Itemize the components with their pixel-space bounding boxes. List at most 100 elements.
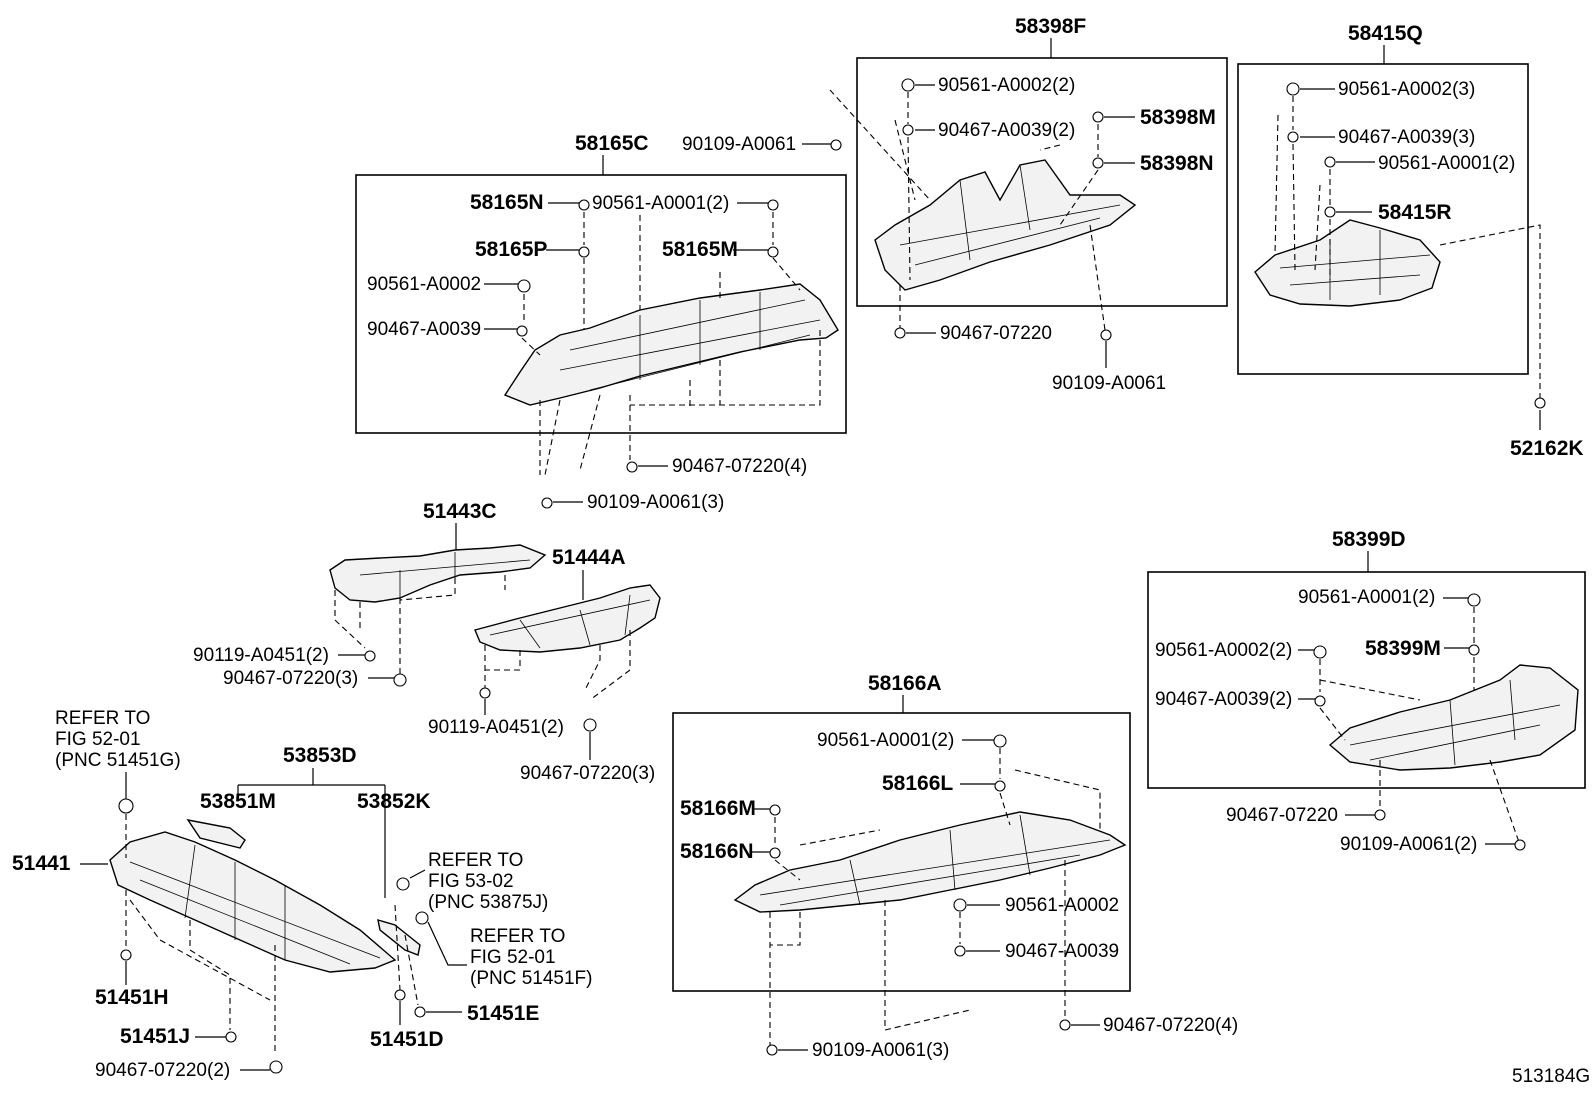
label-90109-a0061-top: 90109-A0061	[682, 134, 796, 155]
clip-58165n-icon	[578, 199, 590, 211]
undercover-58166a-icon[interactable]	[733, 811, 1127, 913]
bolt-90109-a0061-58166a-icon	[766, 1044, 778, 1056]
label-58165n: 58165N	[470, 191, 544, 214]
group-58165c: 58165C 58165N 90561-A0001(2) 58165P 5816…	[355, 132, 847, 513]
group-front: REFER TO FIG 52-01 (PNC 51451G) 53853D 5…	[12, 708, 593, 1081]
clip-90467-a0039-58399d-icon	[1314, 695, 1326, 707]
group-box-58398f	[856, 57, 1228, 307]
clip-58398n-icon	[1092, 157, 1104, 169]
label-90467-07220-2-front: 90467-07220(2)	[95, 1060, 230, 1081]
label-90467-a0039: 90467-A0039	[367, 319, 481, 340]
group-box-58166a	[672, 712, 1131, 992]
group-title-58399d: 58399D	[1332, 528, 1406, 551]
refer2-line2: FIG 53-02	[428, 871, 514, 892]
label-58399m: 58399M	[1365, 637, 1441, 660]
clip-51451g-icon	[118, 798, 134, 814]
label-51451d: 51451D	[370, 1028, 444, 1051]
label-90561-a0002: 90561-A0002	[367, 274, 481, 295]
clip-58415r-icon	[1324, 206, 1336, 218]
label-90109-a0061-3-58166a: 90109-A0061(3)	[812, 1040, 949, 1061]
group-box-58399d	[1147, 571, 1586, 789]
group-title-58166a: 58166A	[868, 672, 942, 695]
bracket-53851m-icon[interactable]	[186, 819, 246, 849]
label-90119-a0451-2-left: 90119-A0451(2)	[193, 645, 329, 666]
undercover-58398f-icon[interactable]	[874, 159, 1137, 291]
label-51451j: 51451J	[120, 1025, 190, 1048]
label-90561-a0002-58166a: 90561-A0002	[1005, 895, 1119, 916]
bolt-90467-07220-58398f-icon	[894, 327, 906, 339]
refer3-line1: REFER TO	[470, 926, 565, 947]
clip-58165p-icon	[578, 246, 590, 258]
refer2-line1: REFER TO	[428, 850, 523, 871]
clip-58166l-icon	[994, 780, 1006, 792]
cover-51444a-icon[interactable]	[474, 584, 661, 653]
clip-90561-a0002-3-icon	[1286, 82, 1300, 96]
clip-90561-a0002-58166a-icon	[953, 898, 967, 912]
bolt-52162k-icon	[1534, 397, 1546, 409]
clip-58166n-icon	[769, 847, 781, 859]
clip-90467-a0039-icon	[516, 325, 528, 337]
label-51441: 51441	[12, 852, 71, 875]
group-title-51444a: 51444A	[552, 546, 626, 569]
refer1-line1: REFER TO	[55, 708, 150, 729]
clip-90561-a0002-2-icon	[901, 78, 915, 92]
clip-53875j-icon	[396, 877, 410, 891]
label-90467-07220-58398f: 90467-07220	[940, 323, 1052, 344]
label-90109-a0061-3: 90109-A0061(3)	[587, 492, 724, 513]
bolt-90467-07220-58166a-icon	[1059, 1019, 1071, 1031]
group-51444a: 51444A 90119-A0451(2) 90467-07220(3)	[428, 546, 661, 784]
group-title-51443c: 51443C	[423, 500, 497, 523]
bolt-51451d-icon	[394, 989, 406, 1001]
label-90561-a0002-2-58399d: 90561-A0002(2)	[1155, 640, 1292, 661]
clip-90467-a0039-3-icon	[1287, 131, 1299, 143]
cover-51441-icon[interactable]	[109, 831, 397, 973]
group-58166a: 58166A 90561-A0001(2) 58166L 58166M 5816…	[672, 672, 1238, 1061]
bracket-53852k-icon[interactable]	[377, 919, 421, 956]
bolt-90467-07220-right-icon	[583, 718, 597, 732]
bolt-51451e-icon	[414, 1006, 426, 1018]
cover-51443c-icon[interactable]	[329, 544, 547, 603]
label-90467-07220-4: 90467-07220(4)	[672, 456, 807, 477]
clip-90467-a0039-2-icon	[902, 124, 914, 136]
undercover-58415q-icon[interactable]	[1254, 219, 1441, 307]
undercover-58165c-icon[interactable]	[503, 283, 839, 406]
group-title-58415q: 58415Q	[1348, 22, 1423, 45]
group-box-58165c	[355, 174, 847, 434]
clip-58398m-icon	[1092, 111, 1104, 123]
bolt-90109-a0061-58399d-icon	[1514, 839, 1526, 851]
clip-58165m-icon	[767, 246, 779, 258]
clip-58166m-icon	[769, 804, 781, 816]
label-52162k: 52162K	[1510, 437, 1584, 460]
label-90467-a0039-58166a: 90467-A0039	[1005, 941, 1119, 962]
clip-90561-a0001-icon	[767, 199, 779, 211]
clip-58399m-icon	[1468, 644, 1480, 656]
label-90109-a0061-58398f: 90109-A0061	[1052, 373, 1166, 394]
group-58399d: 58399D 90561-A0001(2) 90561-A0002(2) 583…	[1147, 528, 1586, 855]
bolt-90467-07220-58399d-icon	[1374, 809, 1386, 821]
bolt-90109-a0061-3-icon	[541, 497, 553, 509]
label-90467-07220-58399d: 90467-07220	[1226, 805, 1338, 826]
group-title-58398f: 58398F	[1015, 15, 1086, 38]
label-90467-a0039-2-58399d: 90467-A0039(2)	[1155, 689, 1292, 710]
label-58166m: 58166M	[680, 797, 756, 820]
clip-90561-a0001-58399d-icon	[1467, 593, 1481, 607]
bolt-51451h-icon	[120, 949, 132, 961]
undercover-58399d-icon[interactable]	[1328, 664, 1579, 771]
label-51451e: 51451E	[467, 1002, 539, 1025]
diagram-id: 513184G	[1512, 1066, 1590, 1087]
label-90561-a0001-2-left: 90561-A0001(2)	[592, 193, 729, 214]
group-58398f: 58398F 90561-A0002(2) 90467-A0039(2) 583…	[829, 15, 1228, 394]
label-90561-a0002-3: 90561-A0002(3)	[1338, 79, 1475, 100]
refer3-line2: FIG 52-01	[470, 947, 556, 968]
group-box-58415q	[1237, 63, 1529, 375]
label-90109-a0061-2-58399d: 90109-A0061(2)	[1340, 834, 1477, 855]
group-title-58165c: 58165C	[575, 132, 649, 155]
label-90467-a0039-2: 90467-A0039(2)	[938, 120, 1075, 141]
group-51443c: 51443C 90119-A0451(2) 90467-07220(3)	[193, 500, 547, 689]
bolt-90467-07220-front-icon	[269, 1060, 283, 1074]
bolt-90109-a0061-icon	[830, 139, 842, 151]
label-58165m: 58165M	[662, 238, 738, 261]
label-58415r: 58415R	[1378, 201, 1452, 224]
group-title-53853d: 53853D	[283, 744, 357, 767]
